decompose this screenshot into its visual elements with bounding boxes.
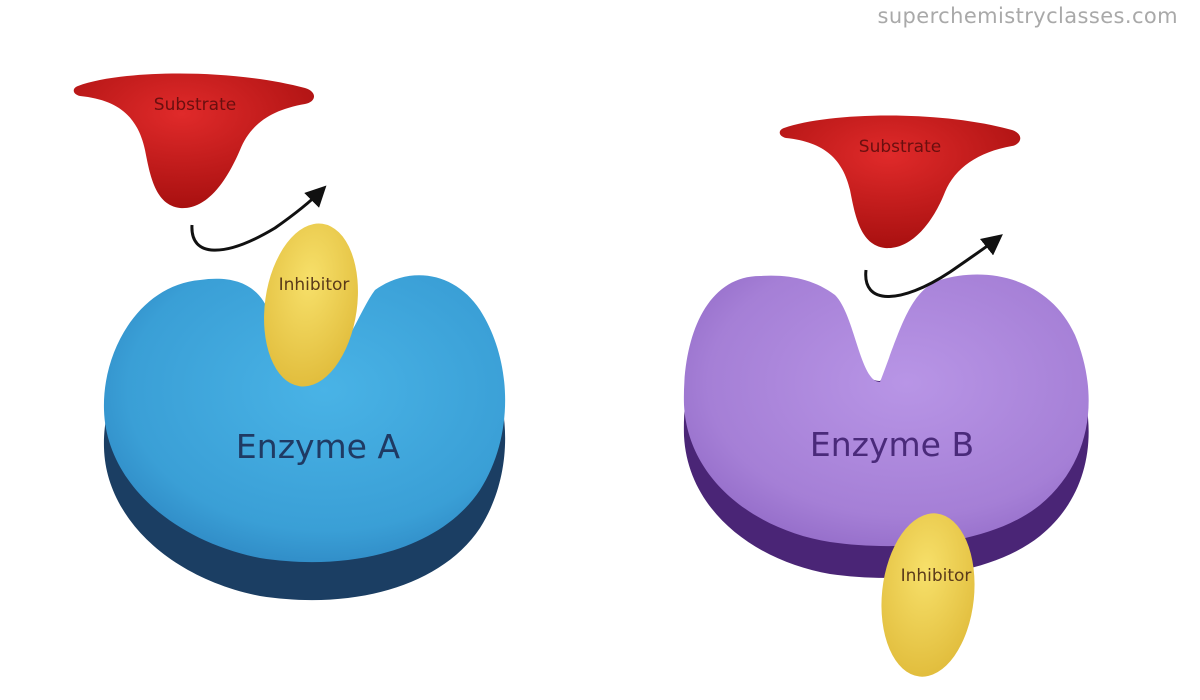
enzyme-a-label: Enzyme A — [236, 427, 401, 466]
panel-a: Enzyme A Substrate Inhibitor — [73, 73, 506, 601]
panel-b: Enzyme B Substrate Inhibitor — [683, 115, 1089, 677]
watermark: superchemistryclasses.com — [877, 4, 1178, 28]
arrow-a — [190, 185, 327, 252]
enzyme-b-body — [683, 274, 1089, 547]
enzyme-b-label: Enzyme B — [810, 425, 974, 464]
enzyme-a-body — [103, 275, 506, 563]
inhibitor-a-shape — [264, 223, 358, 387]
inhibitor-a-label: Inhibitor — [279, 275, 350, 295]
arrow-b — [864, 234, 1003, 298]
substrate-b-shape — [779, 115, 1021, 249]
inhibitor-b-shape — [881, 513, 975, 677]
substrate-a-shape — [73, 73, 315, 209]
substrate-a-label: Substrate — [154, 95, 236, 115]
substrate-b-label: Substrate — [859, 137, 941, 157]
inhibitor-b-label: Inhibitor — [901, 566, 972, 586]
